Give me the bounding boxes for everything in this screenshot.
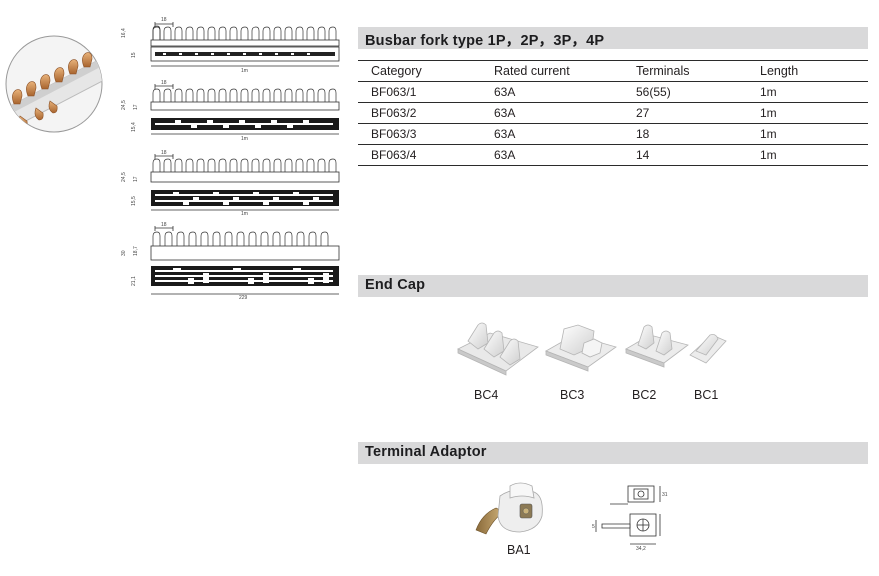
table-row: BF063/2 63A 27 1m (358, 103, 868, 124)
dim-h3: 15,4 (131, 122, 137, 132)
table-header-row: Category Rated current Terminals Length (358, 60, 868, 82)
end-cap-bc1-image (689, 334, 727, 364)
dim-h2: 15 (131, 52, 137, 58)
terminal-adaptor-title: Terminal Adaptor (365, 444, 487, 460)
dim-h1: 24,5 (121, 172, 127, 182)
cell-rated-current: 63A (494, 127, 516, 141)
busbar-spec-table: Category Rated current Terminals Length … (358, 60, 868, 166)
dim-pitch: 18 (161, 80, 167, 86)
column-header-terminals: Terminals (636, 64, 690, 78)
cell-category: BF063/1 (371, 85, 417, 99)
dim-h1: 16,4 (121, 28, 127, 38)
cell-rated-current: 63A (494, 106, 516, 120)
terminal-adaptor-label-ba1: BA1 (507, 543, 531, 557)
dim-length: 229 (239, 295, 248, 300)
busbar-photo (5, 35, 103, 133)
cell-rated-current: 63A (494, 148, 516, 162)
end-cap-bc2-image (625, 324, 689, 368)
end-cap-label-bc4: BC4 (474, 388, 499, 402)
end-cap-images (457, 322, 727, 376)
dim-pitch: 18 (161, 17, 167, 23)
cell-terminals: 14 (636, 148, 650, 162)
end-cap-bc4-image (457, 322, 539, 376)
dim-h3: 21,1 (131, 276, 137, 286)
dim-h1: 24,5 (121, 100, 127, 110)
table-row: BF063/1 63A 56(55) 1m (358, 82, 868, 103)
dim-adaptor-h: 31 (662, 492, 668, 498)
cell-length: 1m (760, 127, 777, 141)
dim-adaptor-d: 5 (592, 524, 595, 530)
dim-adaptor-w: 34,2 (636, 546, 646, 552)
busbar-drawing-4p: 18 30 18,7 21,1 229 (121, 222, 340, 300)
busbar-title: Busbar fork type 1P，2P，3P，4P (365, 33, 605, 49)
cell-terminals: 56(55) (636, 85, 671, 99)
cell-length: 1m (760, 85, 777, 99)
table-row: BF063/4 63A 14 1m (358, 145, 868, 166)
end-cap-label-bc3: BC3 (560, 388, 585, 402)
fork-row-1 (152, 26, 337, 40)
dim-h2: 17 (133, 104, 139, 110)
column-header-length: Length (760, 64, 799, 78)
dim-length: 1m (241, 68, 248, 74)
end-cap-section-header: End Cap (358, 275, 868, 297)
cell-length: 1m (760, 148, 777, 162)
dim-length: 1m (241, 211, 248, 216)
cell-category: BF063/2 (371, 106, 417, 120)
dim-h3: 15,5 (131, 196, 137, 206)
cell-category: BF063/4 (371, 148, 417, 162)
cell-category: BF063/3 (371, 127, 417, 141)
terminal-adaptor-section-header: Terminal Adaptor (358, 442, 868, 464)
dim-pitch: 18 (161, 222, 167, 228)
dim-length: 1m (241, 136, 248, 142)
end-cap-bc3-image (545, 324, 617, 372)
cell-rated-current: 63A (494, 85, 516, 99)
busbar-drawing-3p: 18 24,5 17 15,5 1m (121, 150, 340, 216)
end-cap-label-bc1: BC1 (694, 388, 719, 402)
busbar-drawing-2p: 18 24,5 17 15,4 1m (121, 80, 340, 142)
dim-h1: 30 (121, 250, 127, 256)
terminal-adaptor-photo (475, 482, 543, 535)
dim-h2: 18,7 (133, 246, 139, 256)
dim-pitch: 18 (161, 150, 167, 156)
terminal-adaptor-drawing: 31 5 34,2 (592, 485, 668, 552)
column-header-category: Category (371, 64, 422, 78)
end-cap-title: End Cap (365, 277, 426, 293)
busbar-section-header: Busbar fork type 1P，2P，3P，4P (358, 27, 868, 49)
busbar-drawing-1p: 18 16,4 15 1m (121, 17, 340, 74)
cell-terminals: 18 (636, 127, 650, 141)
table-row: BF063/3 63A 18 1m (358, 124, 868, 145)
dim-h2: 17 (133, 176, 139, 182)
column-header-rated-current: Rated current (494, 64, 570, 78)
end-cap-label-bc2: BC2 (632, 388, 657, 402)
cell-length: 1m (760, 106, 777, 120)
cell-terminals: 27 (636, 106, 650, 120)
